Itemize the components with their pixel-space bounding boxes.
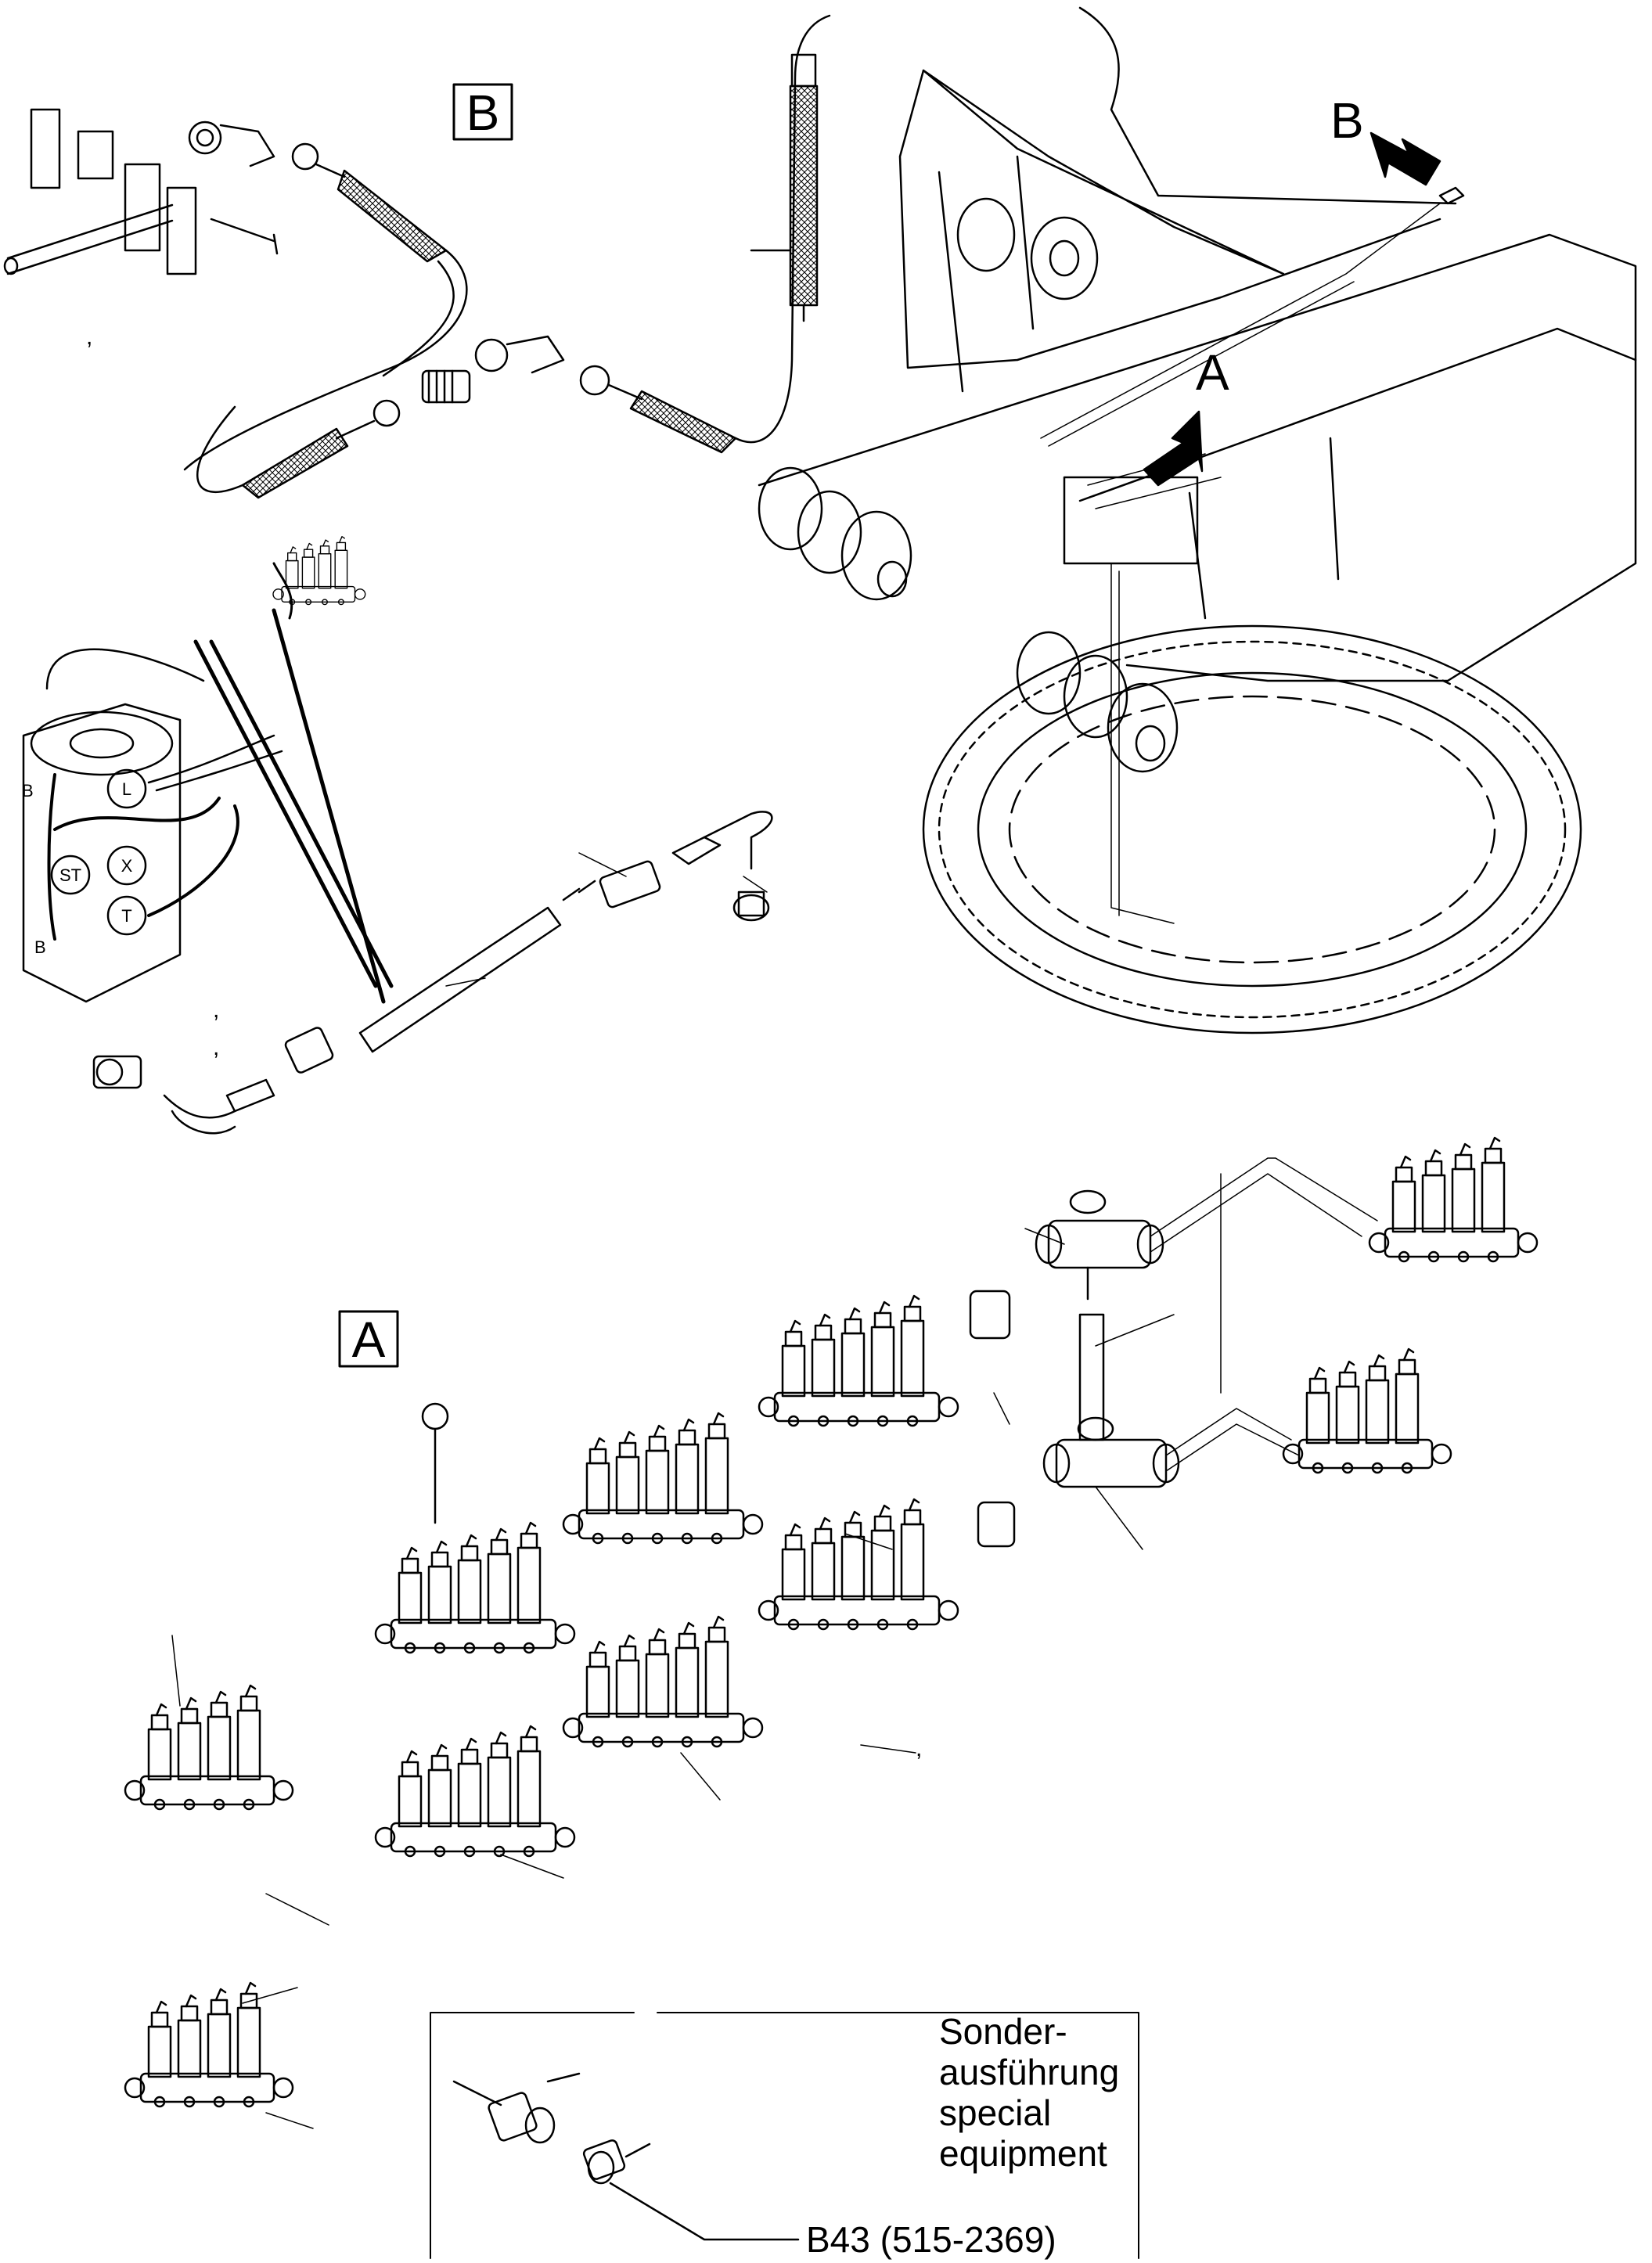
optional-line-4: equipment — [939, 2133, 1107, 2174]
detail-a-group: A — [124, 1136, 1539, 2129]
lube-pipe-assembly: , , — [92, 811, 773, 1135]
slewing-ring — [922, 624, 1582, 1034]
tick-2: , — [213, 997, 219, 1023]
distributor-block-right-lower — [1282, 1347, 1452, 1474]
distributor-block — [374, 1521, 576, 1654]
distributor-block — [758, 1294, 959, 1427]
port-x-circle — [106, 845, 147, 886]
detail-a-label-box — [338, 1310, 399, 1368]
port-t-label: T — [121, 906, 131, 926]
distributor-block — [562, 1412, 764, 1545]
elbow-fitting — [188, 121, 275, 167]
distributor-block — [758, 1498, 959, 1631]
arrow-a-label: A — [1196, 344, 1229, 401]
arrow-b-label: B — [1330, 92, 1364, 149]
port-x-label: X — [121, 856, 133, 876]
optional-line-2: ausführung — [939, 2052, 1119, 2092]
cross-fitting — [1035, 1189, 1164, 1441]
pressure-sensor-b43 — [582, 2139, 800, 2241]
distributor-block-right-upper — [1368, 1136, 1539, 1263]
cap-plug — [421, 1402, 449, 1430]
vertical-hose — [750, 53, 819, 322]
tick-1: , — [86, 324, 92, 350]
detail-a-label: A — [352, 1311, 386, 1368]
small-distributor-block — [272, 536, 366, 606]
port-l-label: L — [122, 779, 131, 799]
distributor-plate — [1063, 476, 1199, 565]
optional-line-3: special — [939, 2092, 1051, 2133]
roller-right — [1016, 631, 1179, 773]
port-st-circle — [50, 854, 91, 895]
detail-b-label: B — [466, 85, 500, 141]
distributor-block-left-lower — [124, 1981, 294, 2108]
grease-nipple-fitting — [452, 2072, 581, 2144]
tee-fitting — [1042, 1416, 1180, 1488]
port-l-circle — [106, 768, 147, 809]
optional-equipment-group: Sonder- ausführung special equipment B43… — [430, 2011, 1139, 2260]
crane-upper-structure — [758, 6, 1637, 1034]
roller-left — [758, 466, 912, 601]
adapter-nipple — [969, 1290, 1016, 1548]
hose-detail-b — [183, 142, 468, 471]
mounting-bracket — [3, 108, 279, 275]
elbow-fitting-lower — [474, 14, 831, 454]
distributor-block-left-upper — [124, 1684, 294, 1811]
port-b-upper-label: B — [22, 781, 34, 801]
detail-b-group: B — [3, 14, 831, 499]
swivel-joint: L X ST T B B — [22, 562, 394, 1004]
port-st-label: ST — [59, 865, 81, 885]
adapter-fitting — [196, 369, 471, 499]
distributor-block — [562, 1615, 764, 1748]
tick-3: , — [213, 1034, 219, 1060]
port-t-circle — [106, 895, 147, 936]
arrow-b: B — [1330, 92, 1465, 205]
distributor-block — [374, 1725, 576, 1858]
optional-equipment-frame — [430, 2012, 1139, 2259]
tick-4: , — [916, 1736, 922, 1761]
detail-b-label-box — [452, 83, 513, 141]
arrow-a: A — [1143, 344, 1229, 487]
optional-part-ref: B43 (515-2369) — [806, 2219, 1056, 2260]
port-b-lower-label: B — [34, 937, 46, 957]
optional-line-1: Sonder- — [939, 2011, 1067, 2052]
